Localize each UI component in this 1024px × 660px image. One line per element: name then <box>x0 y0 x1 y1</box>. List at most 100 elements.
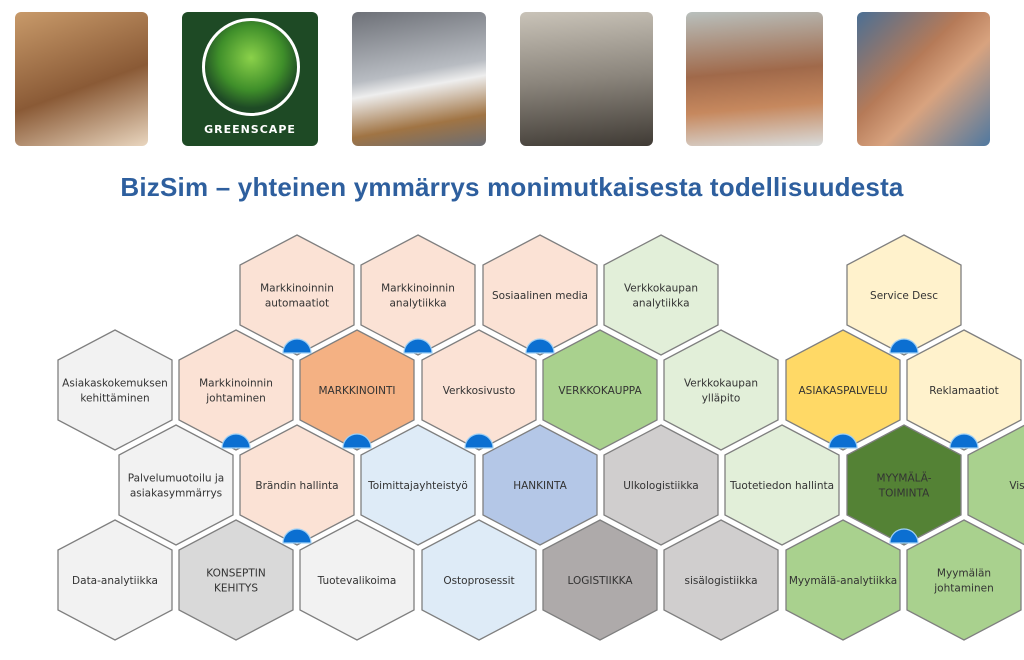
hex-tuotetiedon-hallinta[interactable]: Tuotetiedon hallinta <box>724 424 840 546</box>
hex-shape <box>299 519 415 641</box>
wooden-house-construction-photo <box>686 12 823 146</box>
hex-label: Ostoprosessit <box>443 575 514 587</box>
hex-shape <box>57 519 173 641</box>
hex-label: Reklamaatiot <box>929 385 998 397</box>
hex-asiakaspalvelu[interactable]: ASIAKASPALVELU <box>785 329 901 451</box>
blue-semicircle-marker-icon <box>828 433 858 449</box>
hex-shape <box>663 329 779 451</box>
hex-shape <box>906 329 1022 451</box>
hex-label: Data-analytiikka <box>72 575 158 587</box>
boat-show-photo <box>352 12 486 146</box>
hex-service-desc[interactable]: Service Desc <box>846 234 962 356</box>
hex-myymälä-toiminta[interactable]: MYYMÄLÄ- TOIMINTA <box>846 424 962 546</box>
hex-verkkokaupan-ylläpito[interactable]: Verkkokaupan ylläpito <box>663 329 779 451</box>
hex-ostoprosessit[interactable]: Ostoprosessit <box>421 519 537 641</box>
hex-logistiikka[interactable]: LOGISTIIKKA <box>542 519 658 641</box>
hex-label: asiakasymmärrys <box>130 488 222 500</box>
blue-semicircle-marker-icon <box>889 338 919 354</box>
hex-label: Markkinoinnin <box>199 378 273 390</box>
hex-label: Markkinoinnin <box>381 283 455 295</box>
hex-label: Tuotetiedon hallinta <box>729 480 834 492</box>
blue-semicircle-marker-icon <box>282 528 312 544</box>
hex-shape <box>724 424 840 546</box>
hex-label: Visual <box>1009 480 1024 492</box>
hex-sosiaalinen-media[interactable]: Sosiaalinen media <box>482 234 598 356</box>
hex-label: MYYMÄLÄ- <box>877 472 932 485</box>
hex-toimittajayhteistyö[interactable]: Toimittajayhteistyö <box>360 424 476 546</box>
hex-sisälogistiikka[interactable]: sisälogistiikka <box>663 519 779 641</box>
hex-label: VERKKOKAUPPA <box>558 385 642 397</box>
hex-reklamaatiot[interactable]: Reklamaatiot <box>906 329 1022 451</box>
hex-shape <box>118 424 234 546</box>
blue-semicircle-marker-icon <box>889 528 919 544</box>
page-title: BizSim – yhteinen ymmärrys monimutkaises… <box>120 172 904 202</box>
team-hands-photo <box>857 12 990 146</box>
hex-label: MARKKINOINTI <box>319 385 396 397</box>
hex-label: KONSEPTIN <box>206 568 265 580</box>
e-bike-riders-photo <box>520 12 653 146</box>
hex-asiakaskokemuksen-kehittäminen[interactable]: Asiakaskokemuksen kehittäminen <box>57 329 173 451</box>
blue-semicircle-marker-icon <box>949 433 979 449</box>
furniture-showroom-photo <box>15 12 148 146</box>
hex-markkinoinnin-analytiikka[interactable]: Markkinoinnin analytiikka <box>360 234 476 356</box>
hex-label: Verkkosivusto <box>443 385 516 397</box>
hex-shape <box>360 424 476 546</box>
hex-markkinointi[interactable]: MARKKINOINTI <box>299 329 415 451</box>
hex-label: Verkkokaupan <box>624 283 698 295</box>
hex-shape <box>239 234 355 356</box>
blue-semicircle-marker-icon <box>342 433 372 449</box>
hex-shape <box>360 234 476 356</box>
hex-label: ASIAKASPALVELU <box>798 385 887 397</box>
hex-label: Toimittajayhteistyö <box>367 480 468 492</box>
hex-brändin-hallinta[interactable]: Brändin hallinta <box>239 424 355 546</box>
blue-semicircle-marker-icon <box>464 433 494 449</box>
hex-shape <box>846 234 962 356</box>
blue-semicircle-marker-icon <box>403 338 433 354</box>
hex-label: Asiakaskokemuksen <box>62 378 168 390</box>
hex-myymälä-analytiikka[interactable]: Myymälä-analytiikka <box>785 519 901 641</box>
hex-palvelumuotoilu-ja-asiakasymmärrys[interactable]: Palvelumuotoilu ja asiakasymmärrys <box>118 424 234 546</box>
hex-visual[interactable]: Visual <box>967 424 1024 546</box>
tree-icon <box>202 18 300 116</box>
hex-shape <box>542 329 658 451</box>
hex-verkkokauppa[interactable]: VERKKOKAUPPA <box>542 329 658 451</box>
hex-shape <box>57 329 173 451</box>
hex-shape <box>603 234 719 356</box>
hex-shape <box>663 519 779 641</box>
hex-label: Sosiaalinen media <box>492 290 588 302</box>
hex-label: analytiikka <box>389 298 446 310</box>
hex-ulkologistiikka[interactable]: Ulkologistiikka <box>603 424 719 546</box>
hex-shape <box>906 519 1022 641</box>
hex-tuotevalikoima[interactable]: Tuotevalikoima <box>299 519 415 641</box>
hex-label: LOGISTIIKKA <box>567 575 633 587</box>
hex-hankinta[interactable]: HANKINTA <box>482 424 598 546</box>
logo-text: GREENSCAPE <box>204 123 296 136</box>
hex-label: Myymälä-analytiikka <box>789 575 897 587</box>
hex-label: Verkkokaupan <box>684 378 758 390</box>
hex-label: Ulkologistiikka <box>623 480 699 492</box>
hex-data-analytiikka[interactable]: Data-analytiikka <box>57 519 173 641</box>
blue-semicircle-marker-icon <box>525 338 555 354</box>
hex-shape <box>542 519 658 641</box>
hex-label: Myymälän <box>937 568 991 580</box>
blue-semicircle-marker-icon <box>282 338 312 354</box>
hex-label: HANKINTA <box>513 480 567 492</box>
hex-label: ylläpito <box>702 393 741 405</box>
hex-verkkosivusto[interactable]: Verkkosivusto <box>421 329 537 451</box>
hex-label: TOIMINTA <box>878 488 930 500</box>
hex-shape <box>785 329 901 451</box>
hex-shape <box>482 424 598 546</box>
hex-label: Service Desc <box>870 290 938 302</box>
hex-label: Tuotevalikoima <box>317 575 397 587</box>
hex-label: kehittäminen <box>80 393 149 405</box>
hex-shape <box>785 519 901 641</box>
hex-shape <box>967 424 1024 546</box>
hex-shape <box>299 329 415 451</box>
hex-shape <box>178 329 294 451</box>
hex-label: Palvelumuotoilu ja <box>128 473 224 485</box>
